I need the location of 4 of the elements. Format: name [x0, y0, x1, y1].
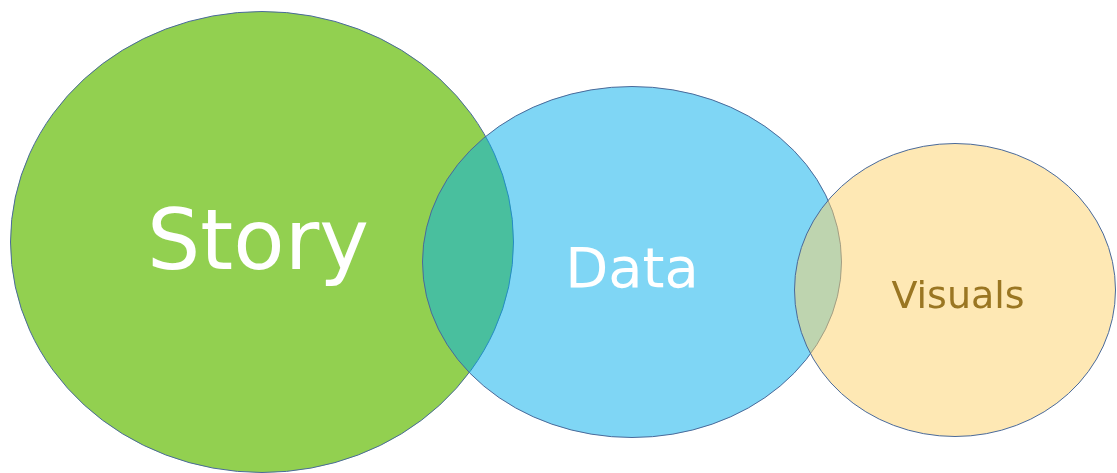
- venn-ellipse: [10, 11, 514, 473]
- venn-ellipse: [794, 143, 1116, 437]
- circle-label: Visuals: [891, 276, 1025, 314]
- circle-label: Data: [565, 240, 699, 296]
